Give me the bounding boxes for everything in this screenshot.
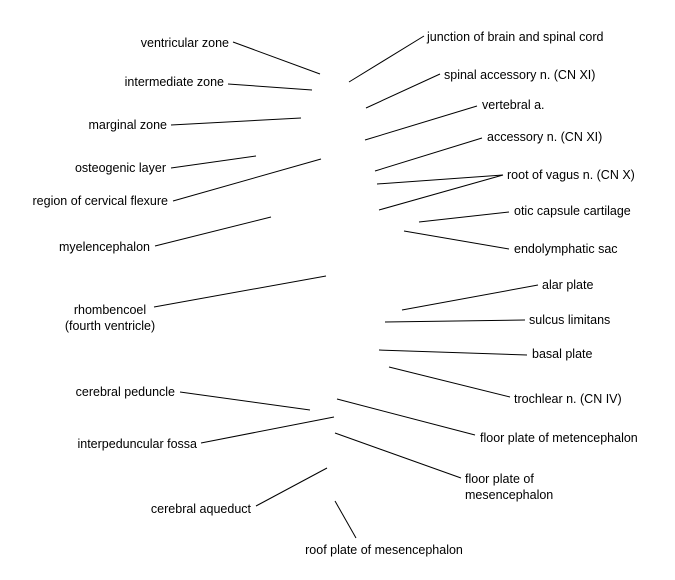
leader-intermediate-zone [227, 83, 313, 91]
leader-root-vagus-n-b [378, 174, 504, 211]
leader-sulcus-limitans [384, 319, 526, 323]
leader-ventricular-zone [232, 41, 321, 75]
leader-floor-plate-mesencephalon [334, 432, 462, 479]
label-intermediate-zone: intermediate zone [125, 75, 224, 89]
leader-rhombencoel [153, 275, 327, 308]
label-junction-brain-spinal-cord: junction of brain and spinal cord [426, 30, 604, 44]
leader-osteogenic-layer [170, 155, 257, 169]
label-cerebral-peduncle: cerebral peduncle [76, 385, 175, 399]
label-endolymphatic-sac: endolymphatic sac [514, 242, 618, 256]
label-marginal-zone: marginal zone [88, 118, 167, 132]
label-cerebral-aqueduct: cerebral aqueduct [151, 502, 252, 516]
label-root-vagus-n: root of vagus n. (CN X) [507, 168, 635, 182]
leader-alar-plate [401, 284, 539, 311]
label-spinal-accessory-n: spinal accessory n. (CN XI) [444, 68, 595, 82]
leader-floor-plate-metencephalon [336, 398, 476, 436]
label-osteogenic-layer: osteogenic layer [75, 161, 166, 175]
label-trochlear-n: trochlear n. (CN IV) [514, 392, 622, 406]
leader-vertebral-a [364, 105, 478, 141]
leader-root-vagus-n-a [376, 174, 504, 185]
leader-interpeduncular-fossa [200, 416, 335, 444]
label-region-cervical-flexure: region of cervical flexure [33, 194, 169, 208]
label-floor-plate-metencephalon: floor plate of metencephalon [480, 431, 638, 445]
leader-basal-plate [378, 349, 528, 356]
label-floor-plate-mesencephalon-line1: floor plate of [465, 472, 534, 486]
label-alar-plate: alar plate [542, 278, 593, 292]
label-sulcus-limitans: sulcus limitans [529, 313, 610, 327]
label-ventricular-zone: ventricular zone [141, 36, 229, 50]
leader-accessory-n [374, 137, 483, 172]
leader-cerebral-aqueduct [255, 467, 328, 507]
label-otic-capsule-cartilage: otic capsule cartilage [514, 204, 631, 218]
leader-junction-brain-spinal-cord [348, 35, 425, 83]
leader-otic-capsule-cartilage [418, 211, 510, 223]
label-myelencephalon: myelencephalon [59, 240, 150, 254]
leader-trochlear-n [388, 366, 511, 398]
label-rhombencoel-line1: rhombencoel [74, 303, 146, 317]
label-vertebral-a: vertebral a. [482, 98, 545, 112]
leader-marginal-zone [170, 117, 302, 126]
leader-myelencephalon [154, 216, 272, 247]
leader-region-cervical-flexure [172, 158, 322, 202]
leader-spinal-accessory-n [365, 73, 441, 109]
leader-cerebral-peduncle [179, 391, 311, 411]
label-floor-plate-mesencephalon-line2: mesencephalon [465, 488, 553, 502]
leader-endolymphatic-sac [403, 230, 510, 250]
label-accessory-n: accessory n. (CN XI) [487, 130, 602, 144]
leader-roof-plate-mesencephalon [334, 500, 357, 539]
label-roof-plate-mesencephalon: roof plate of mesencephalon [305, 543, 463, 557]
label-basal-plate: basal plate [532, 347, 593, 361]
label-rhombencoel-line2: (fourth ventricle) [65, 319, 155, 333]
label-interpeduncular-fossa: interpeduncular fossa [77, 437, 197, 451]
